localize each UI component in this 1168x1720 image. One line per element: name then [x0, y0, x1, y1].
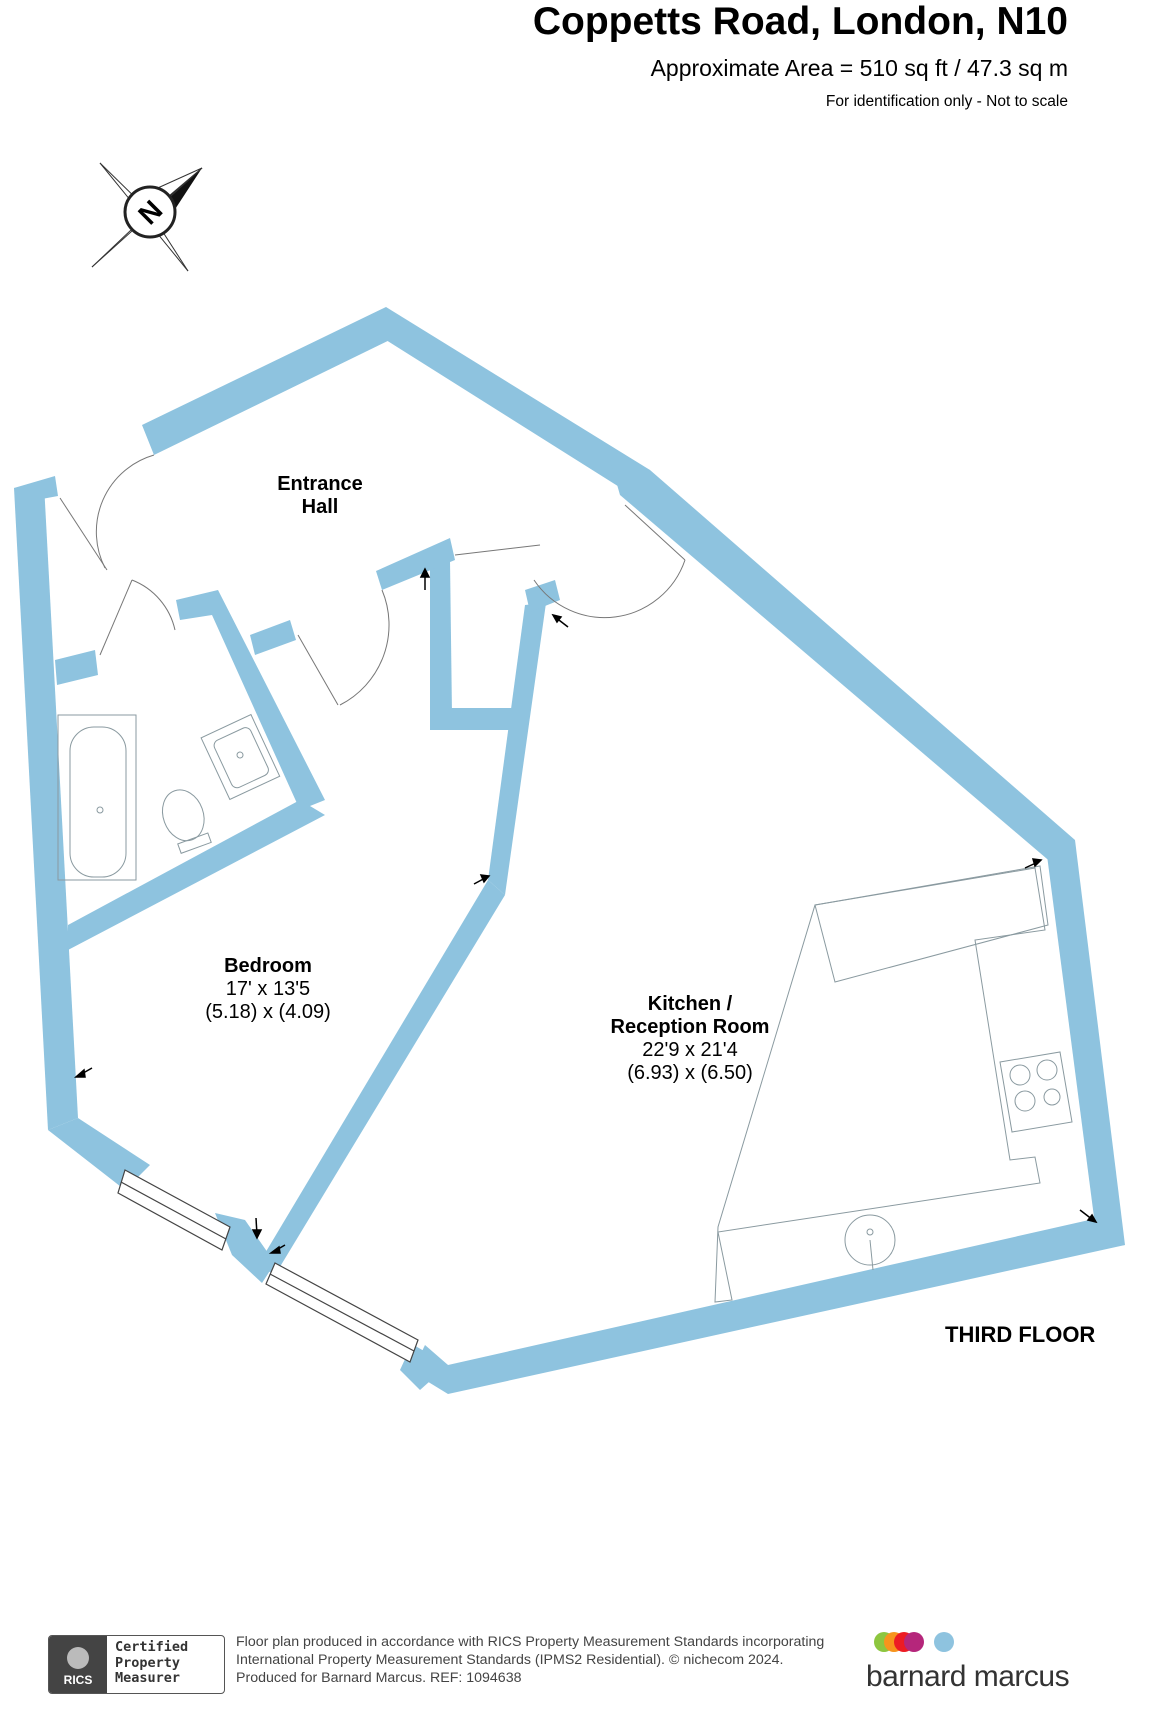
- counter-island: [814, 865, 1049, 983]
- room-name-line: Reception Room: [610, 1016, 770, 1038]
- room-dims-metric: (5.18) x (4.09): [205, 1001, 331, 1023]
- rics-line: Measurer: [115, 1670, 181, 1686]
- room-name-line: Kitchen /: [647, 993, 733, 1015]
- hob-icon: [999, 1051, 1073, 1133]
- bathtub-basin: [69, 726, 127, 878]
- room-dims-imperial: 22'9 x 21'4: [642, 1039, 738, 1061]
- rics-seal-text: RICS: [63, 1673, 93, 1687]
- disclaimer-line: International Property Measurement Stand…: [236, 1652, 784, 1668]
- walls: [14, 307, 1125, 1394]
- toilet-icon: [161, 789, 212, 854]
- rics-badge-text: Certified Property Measurer: [107, 1636, 188, 1693]
- room-kitchen-reception: Kitchen / Reception Room 22'9 x 21'4 (6.…: [611, 993, 770, 1085]
- washbasin-icon: [200, 713, 281, 801]
- kitchen-counter: [714, 867, 1046, 1303]
- disclaimer-line: Floor plan produced in accordance with R…: [236, 1634, 825, 1650]
- room-name-line: Hall: [301, 496, 339, 518]
- page-title: Coppetts Road, London, N10: [532, 0, 1068, 43]
- room-entrance-hall: Entrance Hall: [277, 473, 363, 519]
- windows: [117, 1169, 419, 1363]
- brand-logo: barnard marcus: [866, 1632, 1070, 1694]
- approximate-area: Approximate Area = 510 sq ft / 47.3 sq m: [650, 55, 1068, 81]
- kitchen-fixtures: [714, 865, 1073, 1303]
- rics-seal-icon: RICS: [49, 1636, 107, 1693]
- rics-certified-logo: RICS Certified Property Measurer: [48, 1635, 225, 1694]
- disclaimer-line: Produced for Barnard Marcus. REF: 109463…: [236, 1670, 522, 1686]
- scale-note: For identification only - Not to scale: [825, 93, 1068, 110]
- dimension-arrows: [74, 567, 1098, 1254]
- brand-dot: [934, 1632, 954, 1652]
- room-name-line: Entrance: [277, 473, 363, 495]
- disclaimer: Floor plan produced in accordance with R…: [236, 1633, 824, 1687]
- room-dims-metric: (6.93) x (6.50): [627, 1062, 753, 1084]
- room-name-line: Bedroom: [224, 955, 312, 977]
- brand-name: barnard marcus: [866, 1660, 1070, 1693]
- room-bedroom: Bedroom 17' x 13'5 (5.18) x (4.09): [205, 955, 331, 1024]
- compass-rose-icon: N: [91, 162, 203, 272]
- doors: [59, 454, 686, 706]
- rics-line: Property: [115, 1654, 181, 1671]
- brand-dot: [904, 1632, 924, 1652]
- bathroom-fixtures: [57, 713, 281, 881]
- brand-dots-icon: [866, 1632, 956, 1654]
- bathtub-icon: [57, 714, 137, 881]
- room-dims-imperial: 17' x 13'5: [225, 978, 311, 1000]
- sink-icon: [844, 1214, 896, 1271]
- rics-line: Certified: [115, 1639, 189, 1655]
- floor-label: THIRD FLOOR: [945, 1322, 1096, 1347]
- lion-icon: [67, 1647, 89, 1669]
